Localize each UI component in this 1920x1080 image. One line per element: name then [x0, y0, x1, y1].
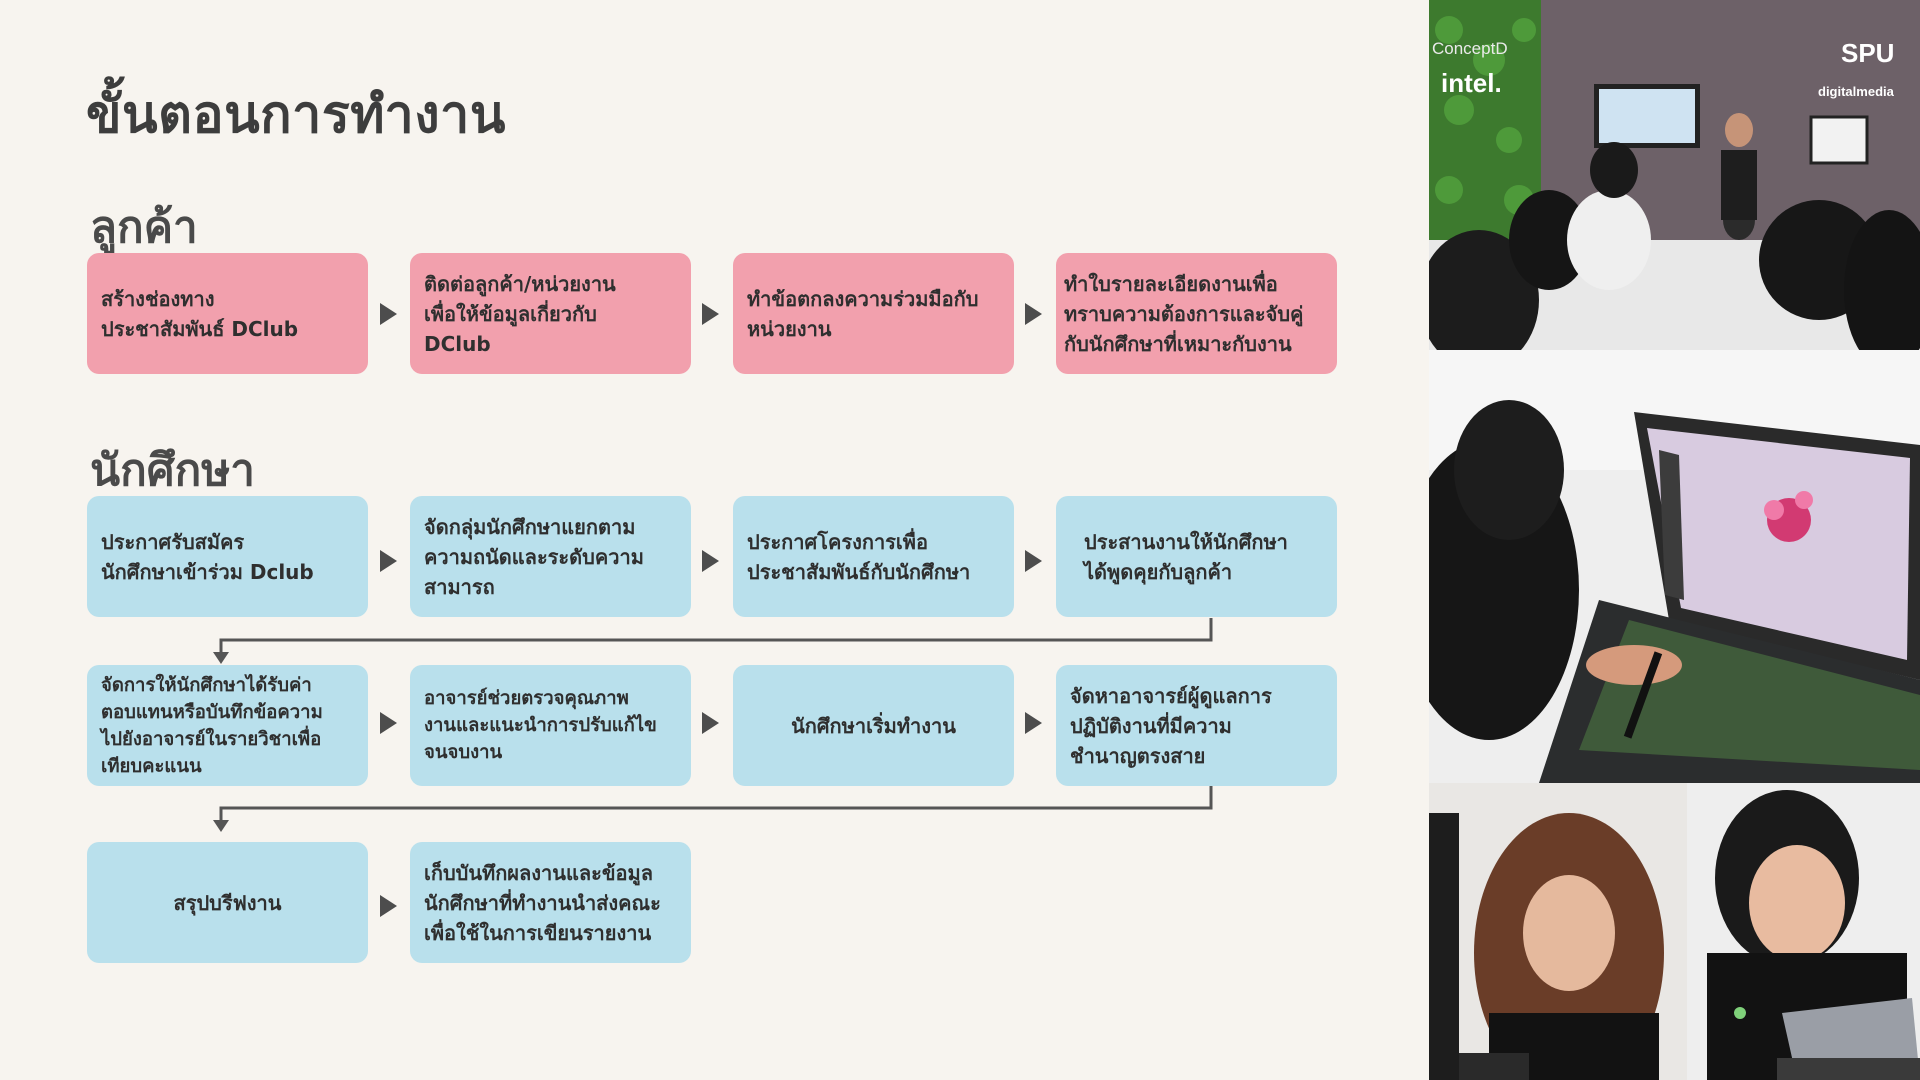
connector-row2-to-row3	[219, 786, 1213, 828]
photo-column: ConceptD intel. SPU digitalmedia	[1429, 0, 1920, 1080]
student-step-9: สรุปบรีฟงาน	[87, 842, 368, 963]
brand-spu: SPU	[1841, 38, 1894, 68]
customer-step-4-text: ทำใบรายละเอียดงานเพื่อ ทราบความต้องการแล…	[1064, 271, 1304, 356]
customer-step-3-text: ทำข้อตกลงความร่วมมือกับ หน่วยงาน	[747, 286, 979, 341]
customer-step-3: ทำข้อตกลงความร่วมมือกับ หน่วยงาน	[733, 253, 1014, 374]
student-step-4-text: ประสานงานให้นักศึกษา ได้พูดคุยกับลูกค้า	[1084, 529, 1288, 584]
photo-laptop-drawing	[1429, 350, 1920, 783]
connector-arrowhead-icon	[213, 652, 229, 664]
connector-row1-to-row2	[219, 618, 1213, 660]
student-step-5: จัดหาอาจารย์ผู้ดูแลการ ปฏิบัติงานที่มีคว…	[1056, 665, 1337, 786]
customer-step-2-text: ติดต่อลูกค้า/หน่วยงาน เพื่อให้ข้อมูลเกี่…	[424, 271, 616, 356]
student-step-3: ประกาศโครงการเพื่อ ประชาสัมพันธ์กับนักศึ…	[733, 496, 1014, 617]
connector-arrowhead-icon	[213, 820, 229, 832]
student-step-8: จัดการให้นักศึกษาได้รับค่า ตอบแทนหรือบัน…	[87, 665, 368, 786]
student-step-2-text: จัดกลุ่มนักศึกษาแยกตาม ความถนัดและระดับค…	[424, 514, 644, 599]
student-step-6: นักศึกษาเริ่มทำงาน	[733, 665, 1014, 786]
student-step-4: ประสานงานให้นักศึกษา ได้พูดคุยกับลูกค้า	[1056, 496, 1337, 617]
student-step-7-text: อาจารย์ช่วยตรวจคุณภาพ งานและแนะนำการปรับ…	[424, 688, 657, 763]
arrow-right-icon	[702, 303, 719, 325]
photo-student-monitor	[1429, 783, 1687, 1080]
student-step-10-text: เก็บบันทึกผลงานและข้อมูล นักศึกษาที่ทำงา…	[424, 860, 661, 945]
student-step-8-text: จัดการให้นักศึกษาได้รับค่า ตอบแทนหรือบัน…	[101, 674, 323, 777]
student-step-6-text: นักศึกษาเริ่มทำงาน	[791, 713, 956, 738]
section-label-student: นักศึกษา	[90, 445, 255, 496]
customer-step-1: สร้างช่องทาง ประชาสัมพันธ์ DClub	[87, 253, 368, 374]
flow-connectors	[213, 618, 1213, 832]
student-step-1: ประกาศรับสมัคร นักศึกษาเข้าร่วม Dclub	[87, 496, 368, 617]
customer-step-4: ทำใบรายละเอียดงานเพื่อ ทราบความต้องการแล…	[1056, 253, 1337, 374]
arrow-right-icon	[1025, 303, 1042, 325]
arrow-right-icon	[380, 712, 397, 734]
brand-conceptd: ConceptD	[1432, 39, 1508, 58]
arrow-right-icon	[380, 550, 397, 572]
student-step-1-text: ประกาศรับสมัคร นักศึกษาเข้าร่วม Dclub	[101, 529, 314, 584]
student-step-10: เก็บบันทึกผลงานและข้อมูล นักศึกษาที่ทำงา…	[410, 842, 691, 963]
arrow-right-icon	[380, 303, 397, 325]
photo-classroom: ConceptD intel. SPU digitalmedia	[1429, 0, 1920, 350]
brand-digitalmedia: digitalmedia	[1818, 84, 1895, 99]
student-step-2: จัดกลุ่มนักศึกษาแยกตาม ความถนัดและระดับค…	[410, 496, 691, 617]
student-step-9-text: สรุปบรีฟงาน	[173, 890, 282, 915]
arrow-right-icon	[702, 712, 719, 734]
arrow-right-icon	[1025, 550, 1042, 572]
student-step-7: อาจารย์ช่วยตรวจคุณภาพ งานและแนะนำการปรับ…	[410, 665, 691, 786]
customer-step-2: ติดต่อลูกค้า/หน่วยงาน เพื่อให้ข้อมูลเกี่…	[410, 253, 691, 374]
section-label-customer: ลูกค้า	[90, 202, 198, 253]
page-title: ขั้นตอนการทำงาน	[86, 85, 506, 145]
customer-step-1-text: สร้างช่องทาง ประชาสัมพันธ์ DClub	[101, 286, 299, 341]
arrow-right-icon	[380, 895, 397, 917]
student-step-5-text: จัดหาอาจารย์ผู้ดูแลการ ปฏิบัติงานที่มีคว…	[1070, 683, 1272, 768]
arrow-right-icon	[1025, 712, 1042, 734]
student-step-3-text: ประกาศโครงการเพื่อ ประชาสัมพันธ์กับนักศึ…	[747, 529, 971, 584]
brand-intel: intel.	[1441, 68, 1502, 98]
arrow-right-icon	[702, 550, 719, 572]
photo-student-tablet	[1687, 783, 1920, 1080]
